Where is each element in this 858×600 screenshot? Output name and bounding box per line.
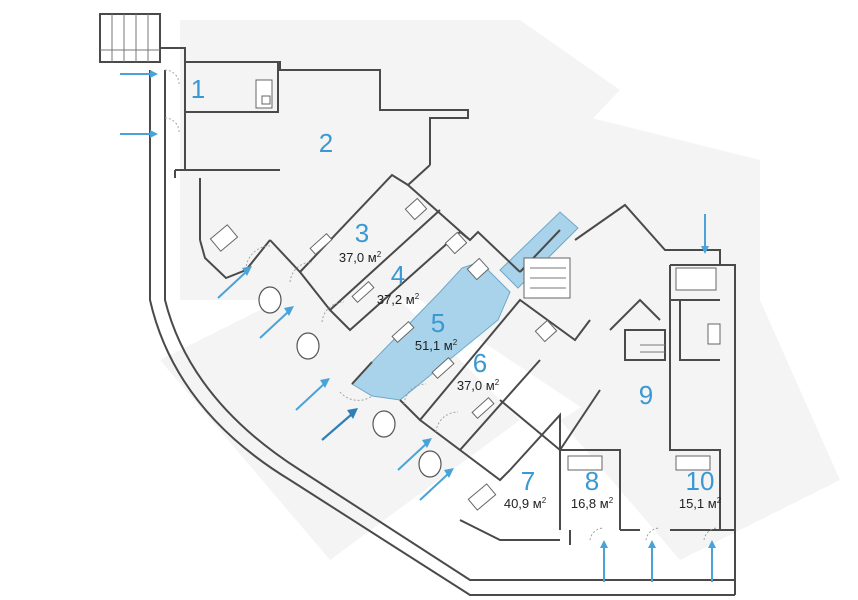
- interior-walls: [174, 62, 735, 545]
- unit-10[interactable]: 10 15,1 м2: [679, 466, 722, 511]
- unit-9-number: 9: [639, 380, 653, 410]
- unit-9[interactable]: 9: [639, 380, 653, 410]
- unit-3[interactable]: 3 37,0 м2: [339, 218, 382, 265]
- unit-3-area: 37,0 м2: [339, 250, 382, 265]
- unit-8[interactable]: 8 16,8 м2: [571, 466, 614, 511]
- columns: [258, 286, 442, 478]
- unit-5[interactable]: 5 51,1 м2: [415, 308, 458, 353]
- unit-1[interactable]: 1: [191, 74, 205, 104]
- unit-10-number: 10: [686, 466, 715, 496]
- unit-2-number: 2: [319, 128, 333, 158]
- unit-5-number: 5: [431, 308, 445, 338]
- unit-8-area: 16,8 м2: [571, 496, 614, 511]
- unit-8-number: 8: [585, 466, 599, 496]
- unit-6-number: 6: [473, 348, 487, 378]
- outer-walls: [149, 47, 736, 596]
- unit-4[interactable]: 4 37,2 м2: [377, 260, 420, 307]
- entry-arrows: [120, 70, 716, 582]
- unit-5-area: 51,1 м2: [415, 338, 458, 353]
- background-watermark: [160, 20, 840, 560]
- unit-7-area: 40,9 м2: [504, 496, 547, 511]
- unit-10-area: 15,1 м2: [679, 496, 722, 511]
- fixtures: [209, 79, 721, 511]
- unit-7[interactable]: 7 40,9 м2: [504, 466, 547, 511]
- unit-2[interactable]: 2: [319, 128, 333, 158]
- unit-4-number: 4: [391, 260, 405, 290]
- unit-6[interactable]: 6 37,0 м2: [457, 348, 500, 393]
- unit-6-area: 37,0 м2: [457, 378, 500, 393]
- top-entrance: [99, 13, 161, 63]
- unit-labels: 1 2 3 37,0 м2 4 37,2 м2 5 51,1 м2 6 37,0…: [191, 74, 722, 511]
- unit-4-area: 37,2 м2: [377, 292, 420, 307]
- unit-3-number: 3: [355, 218, 369, 248]
- door-swings: [164, 69, 719, 541]
- unit-1-number: 1: [191, 74, 205, 104]
- unit-7-number: 7: [521, 466, 535, 496]
